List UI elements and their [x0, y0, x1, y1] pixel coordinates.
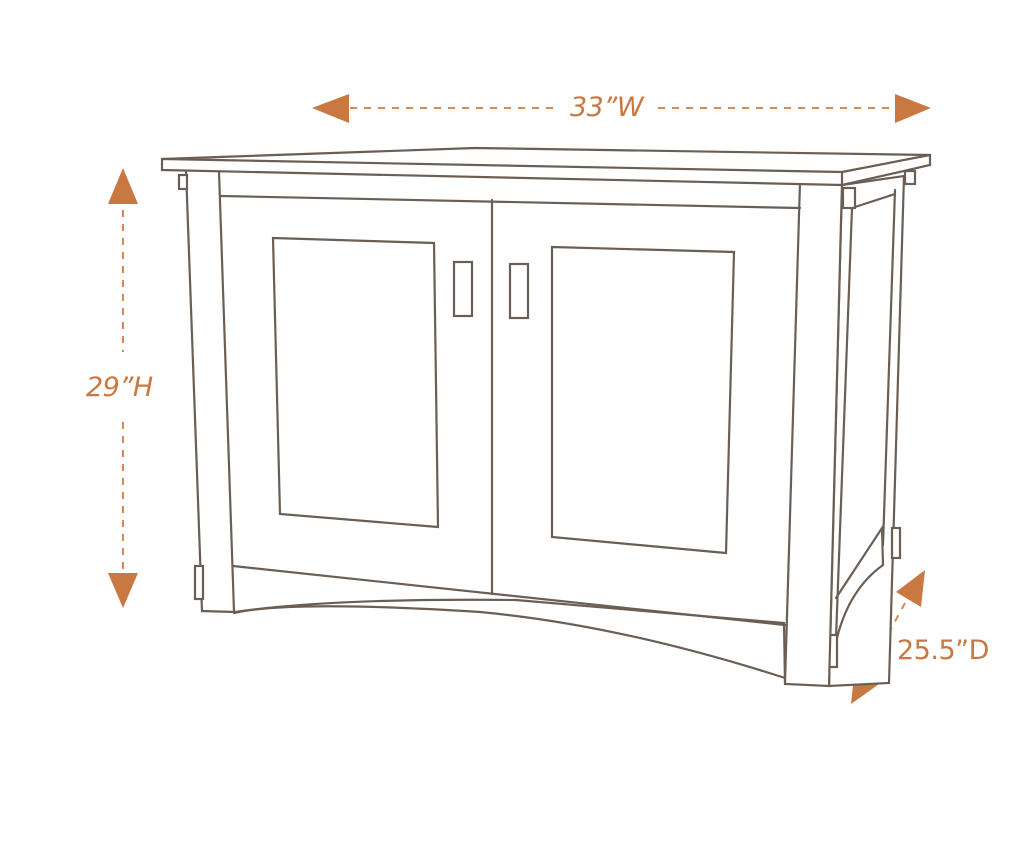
top: [160, 146, 932, 187]
height-dimension: [108, 168, 138, 608]
width-label: 33”W: [570, 92, 644, 123]
side-tenon-lower: [890, 526, 902, 560]
arrow-right-icon: [895, 94, 931, 123]
doors: [271, 198, 736, 596]
front-tenon-top: [177, 173, 189, 191]
left-door-handle: [452, 260, 474, 318]
left-door-panel: [271, 236, 440, 529]
depth-label: 25.5”D: [897, 635, 989, 666]
right-door-panel: [550, 245, 736, 555]
side-tenon-top: [903, 169, 917, 186]
right-door-handle: [508, 262, 530, 320]
front-tenon-right: [841, 186, 857, 210]
arrow-left-icon: [312, 94, 349, 123]
width-dimension: [312, 94, 931, 123]
front-tenon-bottom: [193, 564, 205, 601]
arrow-up-right-icon: [896, 570, 925, 607]
arrow-up-icon: [108, 168, 138, 204]
height-label: 29”H: [86, 372, 153, 403]
cabinet: [160, 146, 932, 688]
arrow-down-icon: [108, 573, 138, 608]
front-frame: [177, 168, 857, 688]
